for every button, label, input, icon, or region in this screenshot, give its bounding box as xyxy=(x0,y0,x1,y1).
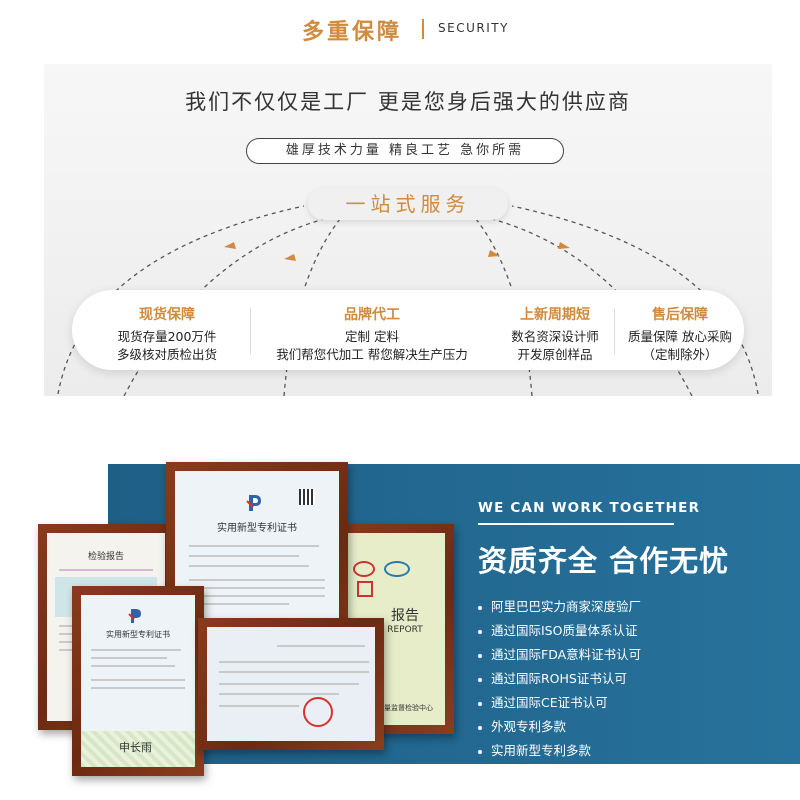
section-title-en: SECURITY xyxy=(438,21,509,35)
feature-divider xyxy=(250,308,251,354)
certificate-title: 检验报告 xyxy=(87,552,124,562)
certificate-title: 实用新型专利证书 xyxy=(106,630,170,639)
certificate-title: 实用新型专利证书 xyxy=(217,523,297,534)
official-seal-icon xyxy=(303,697,333,727)
patent-logo-icon xyxy=(127,607,145,625)
feature-title: 品牌代工 xyxy=(344,307,400,323)
bullet-dot-icon xyxy=(478,605,482,610)
feature-line: 多级核对质检出货 xyxy=(116,347,217,362)
panel-headline: 我们不仅仅是工厂 更是您身后强大的供应商 xyxy=(185,90,631,114)
feature-oem: 品牌代工 定制 定料 我们帮您代加工 帮您解决生产压力 xyxy=(252,290,492,370)
qualification-bullet: 通过国际CE证书认可 xyxy=(478,692,608,711)
bullet-dot-icon xyxy=(478,629,482,634)
qualification-bullet: 阿里巴巴实力商家深度验厂 xyxy=(478,596,641,615)
qualification-bullet: 外观专利多款 xyxy=(478,716,566,735)
feature-new-cycle: 上新周期短 数名资深设计师 开发原创样品 xyxy=(500,290,610,370)
feature-line: （定制除外） xyxy=(642,347,718,362)
certificate-paper xyxy=(207,627,375,741)
qr-code-icon xyxy=(299,489,315,505)
signature: 申长雨 xyxy=(119,741,152,754)
bullet-dot-icon xyxy=(478,677,482,682)
feature-title: 现货保障 xyxy=(139,307,195,323)
bullet-dot-icon xyxy=(478,725,482,730)
report-footer: 质量监督检验中心 xyxy=(377,704,433,712)
qualification-bullet: 通过国际ISO质量体系认证 xyxy=(478,620,637,639)
report-title-en: REPORT xyxy=(387,625,423,635)
certificate-paper: 实用新型专利证书 申长雨 xyxy=(81,595,195,767)
section-header xyxy=(0,0,800,64)
feature-line: 开发原创样品 xyxy=(517,347,593,362)
service-panel: 我们不仅仅是工厂 更是您身后强大的供应商 雄厚技术力量 精良工艺 急你所需 一站… xyxy=(44,64,772,396)
bullet-dot-icon xyxy=(478,653,482,658)
qualification-bullet: 通过国际ROHS证书认可 xyxy=(478,668,627,687)
report-title-cn: 报告 xyxy=(391,608,419,624)
feature-divider xyxy=(614,308,615,354)
service-features-bar: 现货保障 现货存量200万件 多级核对质检出货 品牌代工 定制 定料 我们帮您代… xyxy=(72,290,744,370)
feature-stock: 现货保障 现货存量200万件 多级核对质检出货 xyxy=(92,290,242,370)
certificate-border-pattern xyxy=(81,731,195,767)
certificate-frame-license xyxy=(198,618,384,750)
feature-after-sales: 售后保障 质量保障 放心采购 （定制除外） xyxy=(618,290,742,370)
feature-title: 上新周期短 xyxy=(520,307,590,323)
bullet-dot-icon xyxy=(478,749,482,754)
certificate-frame-utility-patent-small: 实用新型专利证书 申长雨 xyxy=(72,586,204,776)
feature-title: 售后保障 xyxy=(652,307,708,323)
qualification-tagline: WE CAN WORK TOGETHER xyxy=(478,500,701,516)
bullet-dot-icon xyxy=(478,701,482,706)
accreditation-logos-icon xyxy=(353,561,433,597)
qualification-bullet: 实用新型专利多款 xyxy=(478,740,591,759)
section-title-cn: 多重保障 xyxy=(302,20,403,45)
feature-line: 定制 定料 xyxy=(345,329,399,344)
feature-line: 数名资深设计师 xyxy=(511,329,599,344)
patent-logo-icon xyxy=(245,493,265,513)
tagline-underline xyxy=(478,523,674,525)
qualification-headline: 资质齐全 合作无忧 xyxy=(478,544,730,578)
title-divider xyxy=(422,19,424,39)
qualification-bullet: 通过国际FDA意料证书认可 xyxy=(478,644,641,663)
one-stop-service-label: 一站式服务 xyxy=(308,188,508,220)
feature-line: 我们帮您代加工 帮您解决生产压力 xyxy=(276,347,468,362)
feature-line: 现货存量200万件 xyxy=(117,329,217,344)
slogan-pill: 雄厚技术力量 精良工艺 急你所需 xyxy=(246,138,564,164)
feature-line: 质量保障 放心采购 xyxy=(628,329,732,344)
